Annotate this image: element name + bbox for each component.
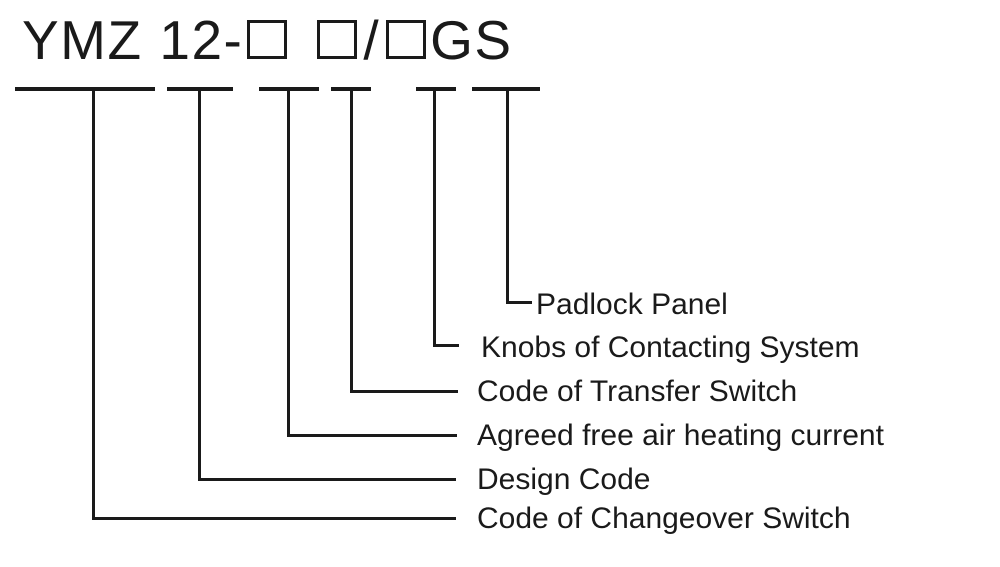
label-padlock-panel: Padlock Panel: [536, 288, 728, 321]
label-knobs: Knobs of Contacting System: [481, 331, 860, 364]
connector-padlock: [506, 89, 532, 304]
model-code-title: YMZ 12-/GS: [22, 13, 513, 68]
label-changeover-switch: Code of Changeover Switch: [477, 502, 851, 535]
placeholder-box-icon: [386, 20, 427, 59]
connector-transfer: [350, 89, 458, 393]
label-design-code: Design Code: [477, 463, 651, 496]
label-heating-current: Agreed free air heating current: [477, 419, 884, 452]
underline-knobs: [416, 87, 456, 91]
placeholder-box-icon: [317, 20, 358, 59]
model-code-suffix: GS: [430, 9, 513, 71]
placeholder-box-icon: [247, 20, 288, 59]
label-transfer-switch: Code of Transfer Switch: [477, 375, 798, 408]
connector-design: [198, 89, 456, 481]
underline-changeover-code: [15, 87, 155, 91]
connector-knobs: [433, 89, 459, 347]
model-code-prefix: YMZ 12-: [22, 9, 244, 71]
model-code-separator: /: [363, 9, 381, 71]
connector-heating: [287, 89, 457, 437]
connector-changeover: [92, 89, 456, 520]
